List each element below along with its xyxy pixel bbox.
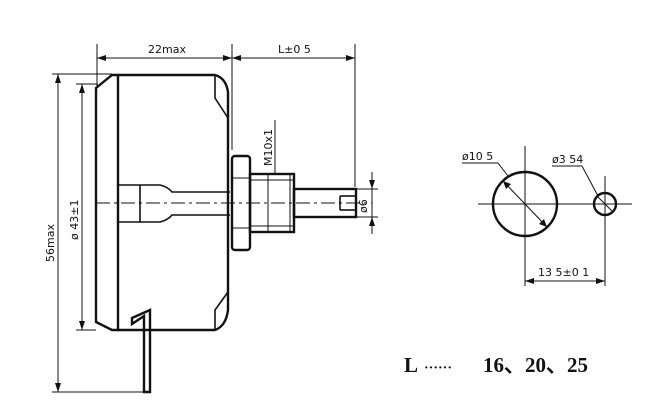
dim-shaft-length-label: L±0 5 — [278, 43, 311, 56]
large-hole-leader-diag — [497, 162, 509, 177]
inner-cavity-bottom — [118, 214, 230, 223]
small-hole-leader-diag — [581, 165, 599, 197]
terminal-lead — [130, 308, 152, 394]
note-letter: L — [404, 353, 418, 377]
small-hole-diameter-line — [596, 195, 614, 213]
dim-body-diameter-label: ø 43±1 — [68, 200, 81, 240]
dim-shaft-diameter-label: ø6 — [357, 199, 370, 213]
side-view — [94, 73, 372, 394]
length-note: L ······ 16、20、25 — [404, 353, 588, 377]
dim-width-label: 22max — [148, 43, 186, 56]
side-dimensions: 22max L±0 5 M10x1 56max ø 43±1 ø6 — [44, 43, 378, 393]
dim-height-label: 56max — [44, 224, 57, 262]
dim-thread-label: M10x1 — [262, 129, 275, 166]
housing-inner-edge — [214, 75, 229, 119]
hole-spacing-label: 13 5±0 1 — [538, 266, 589, 279]
large-hole-diameter-line — [502, 180, 548, 228]
housing-bottom-edge — [214, 291, 229, 330]
hole-small-label: ø3 54 — [552, 153, 583, 166]
hole-pattern-view: ø10 5 ø3 54 13 5±0 1 — [462, 146, 632, 286]
inner-cavity — [118, 184, 230, 193]
note-values: 16、20、25 — [483, 353, 588, 377]
hole-large-label: ø10 5 — [462, 150, 493, 163]
housing-body — [118, 73, 230, 332]
note-dots: ······ — [424, 361, 452, 376]
